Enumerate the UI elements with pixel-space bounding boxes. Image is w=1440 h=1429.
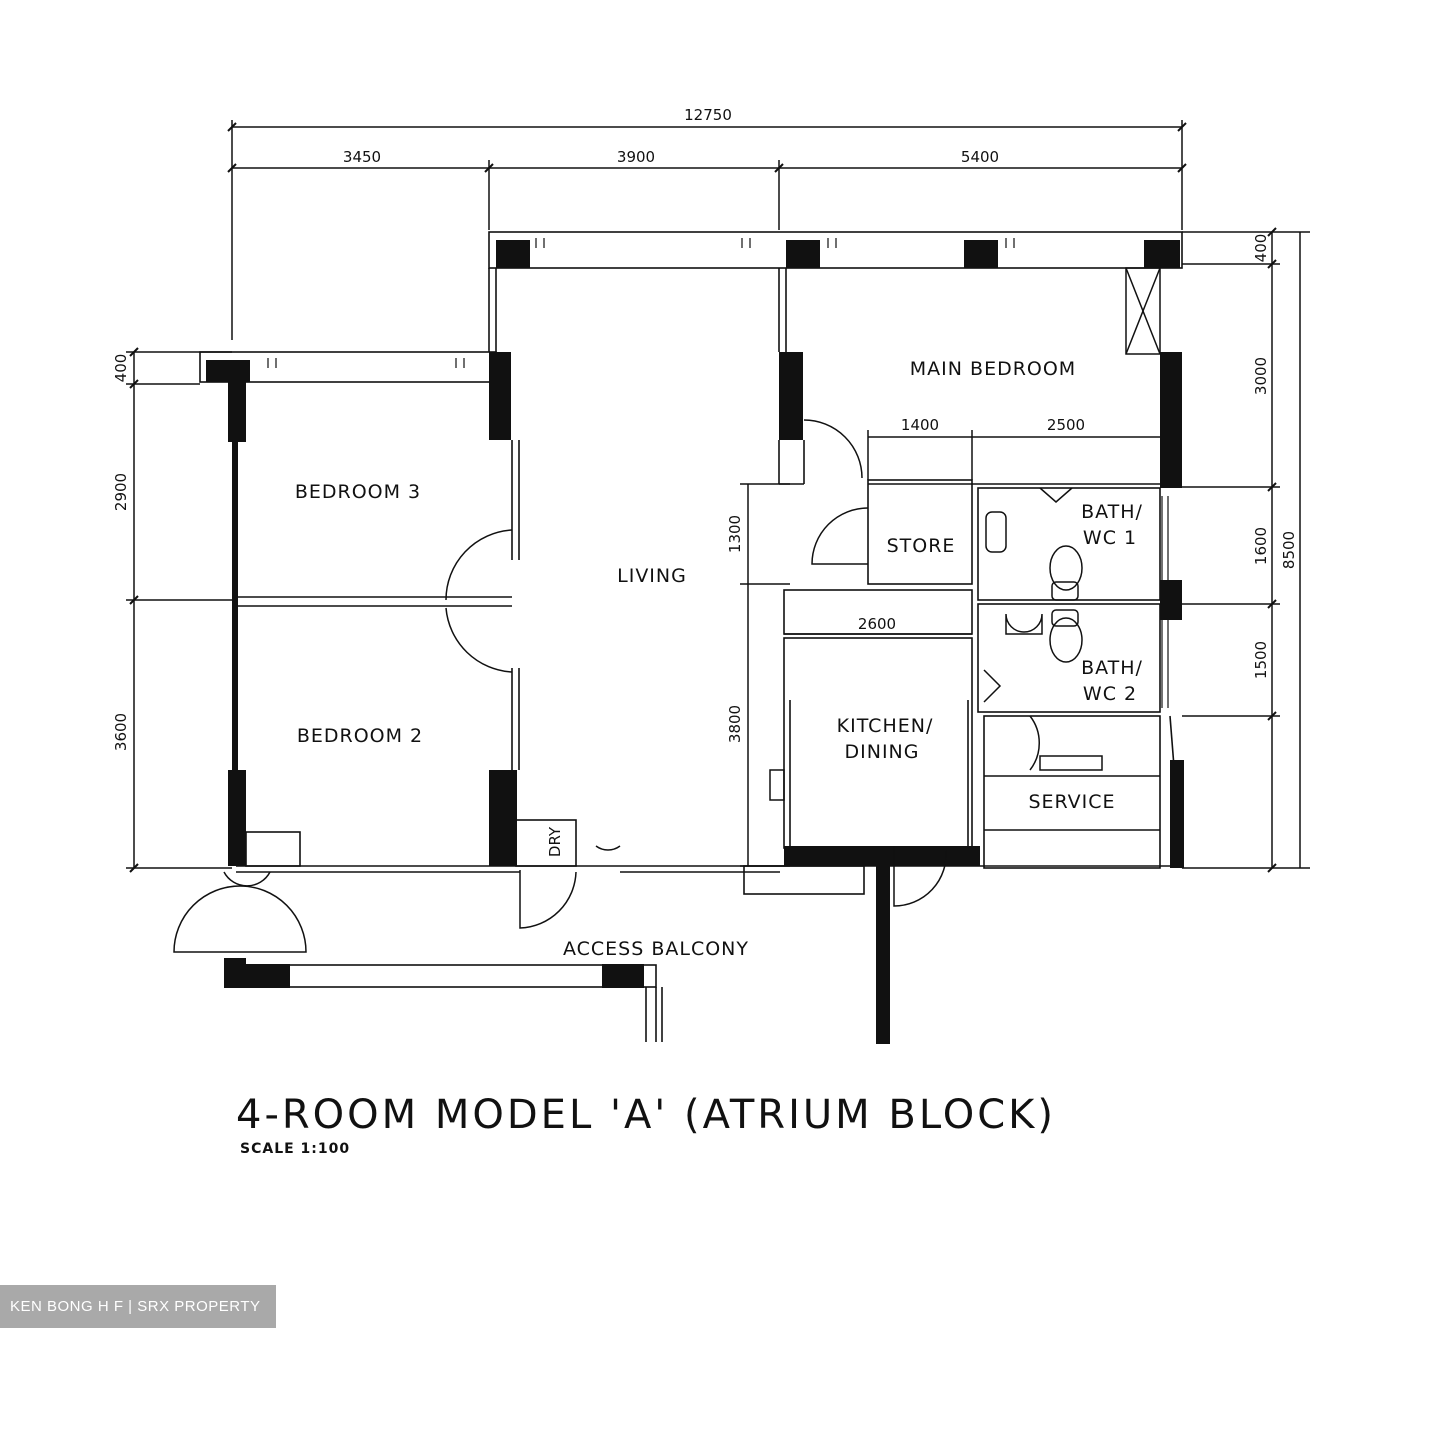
dim-bath-width: 2500	[1047, 416, 1085, 434]
room-bath-wc2-line1: BATH/	[1081, 657, 1143, 679]
room-living: LIVING	[617, 565, 687, 587]
room-bath-wc1-line1: BATH/	[1081, 501, 1143, 523]
room-service: SERVICE	[1028, 791, 1115, 813]
dim-right-total: 8500	[1280, 531, 1298, 569]
room-main-bedroom: MAIN BEDROOM	[910, 358, 1076, 380]
structural-columns	[206, 240, 1184, 1044]
dim-kitchen-width: 2600	[858, 615, 896, 633]
dim-total-width: 12750	[684, 106, 732, 124]
door-swings	[173, 419, 1073, 953]
dim-store-width: 1400	[901, 416, 939, 434]
thin-walls	[199, 231, 1183, 1042]
dim-width-1: 3450	[343, 148, 381, 166]
dim-left-2900: 2900	[112, 473, 130, 511]
label-access-balcony: ACCESS BALCONY	[563, 938, 749, 960]
room-bedroom-2: BEDROOM 2	[297, 725, 423, 747]
shaft	[1125, 267, 1161, 355]
room-bath-wc1-line2: WC 1	[1083, 527, 1137, 549]
room-kitchen-line2: DINING	[845, 741, 920, 763]
room-bath-wc2-line2: WC 2	[1083, 683, 1137, 705]
dim-mid-3800: 3800	[726, 705, 744, 743]
room-store: STORE	[887, 535, 956, 557]
dim-left-400: 400	[112, 354, 130, 383]
fixtures	[769, 511, 1103, 801]
room-kitchen-line1: KITCHEN/	[837, 715, 934, 737]
dim-mid-1300: 1300	[726, 515, 744, 553]
dim-width-3: 5400	[961, 148, 999, 166]
dimension-ticks	[129, 122, 1277, 873]
room-bedroom-3: BEDROOM 3	[295, 481, 421, 503]
plan-scale: SCALE 1:100	[240, 1141, 350, 1157]
dim-left-3600: 3600	[112, 713, 130, 751]
window-marks	[267, 238, 1169, 708]
dim-right-1600: 1600	[1252, 527, 1270, 565]
watermark-label: KEN BONG H F | SRX PROPERTY	[0, 1285, 276, 1328]
dim-right-400: 400	[1252, 234, 1270, 263]
dim-right-3000: 3000	[1252, 357, 1270, 395]
dim-width-2: 3900	[617, 148, 655, 166]
dim-right-1500: 1500	[1252, 641, 1270, 679]
label-dry: DRY	[546, 826, 564, 857]
room-labels: MAIN BEDROOM BEDROOM 3 BEDROOM 2 LIVING …	[295, 358, 1143, 960]
dimension-labels: 12750 3450 3900 5400 1400 2500 2600 400 …	[112, 106, 1298, 751]
plan-title: 4-ROOM MODEL 'A' (ATRIUM BLOCK)	[236, 1092, 1056, 1138]
